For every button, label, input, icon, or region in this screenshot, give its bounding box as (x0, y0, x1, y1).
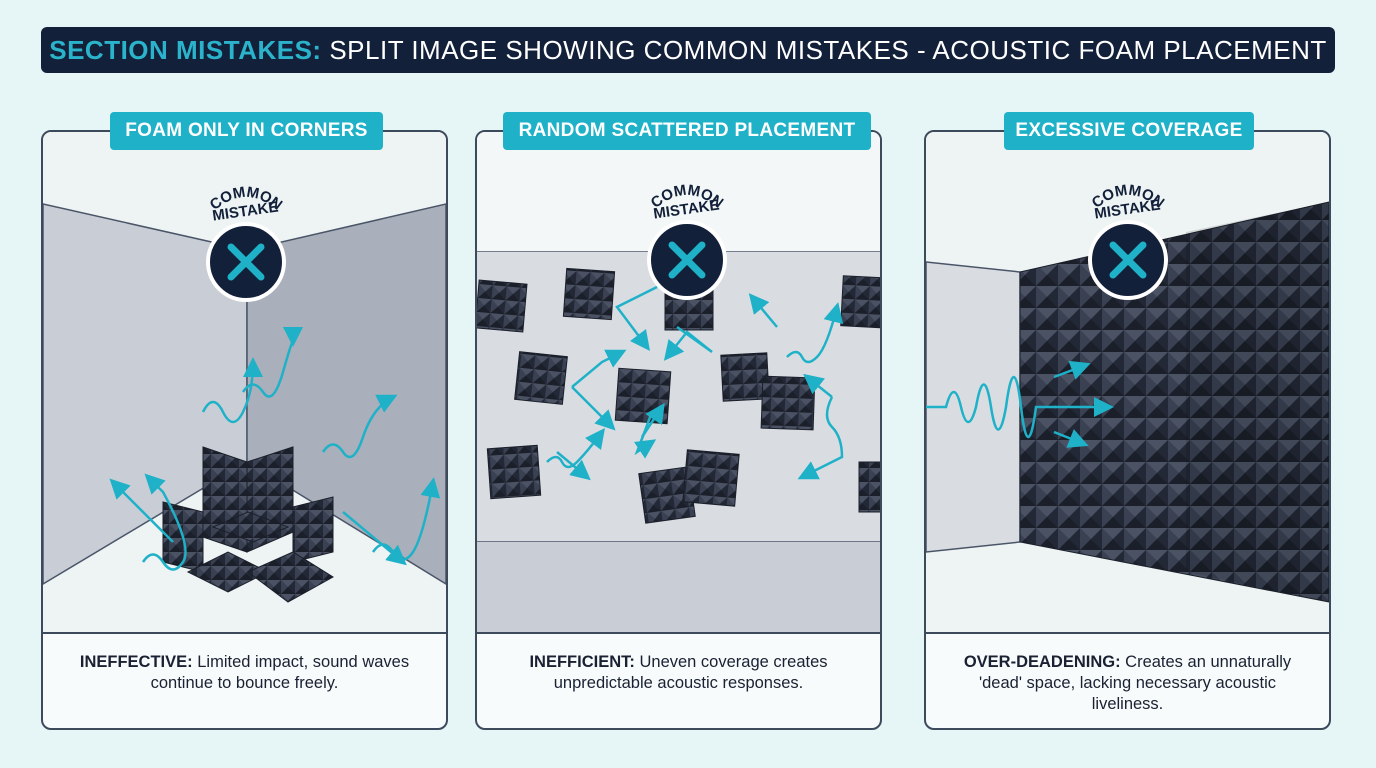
panel-divider (43, 632, 446, 634)
foam-panel-icon (477, 267, 880, 524)
caption-text: Creates an unnaturally 'dead' space, lac… (978, 653, 1292, 713)
common-mistake-badge: COMMON MISTAKE (206, 184, 286, 302)
caption-text: Uneven coverage creates unpredictable ac… (553, 653, 828, 692)
sound-wave-icon (926, 360, 1114, 448)
title-text: SPLIT IMAGE SHOWING COMMON MISTAKES - AC… (329, 35, 1327, 65)
caption-bold: INEFFICIENT: (529, 653, 635, 671)
title-prefix: SECTION MISTAKES: (49, 35, 322, 65)
panel-label-corners: FOAM ONLY IN CORNERS (110, 112, 383, 150)
panel-divider (926, 632, 1329, 634)
corner-foam-scene (43, 132, 446, 632)
sound-wave-icon (546, 285, 844, 481)
excessive-foam-scene (926, 132, 1329, 632)
panel-caption: INEFFICIENT: Uneven coverage creates unp… (493, 652, 864, 694)
panel-excessive: OVER-DEADENING: Creates an unnaturally '… (924, 130, 1331, 730)
caption-bold: OVER-DEADENING: (963, 653, 1121, 671)
panel-caption: INEFFECTIVE: Limited impact, sound waves… (59, 652, 430, 694)
page-title: SECTION MISTAKES: SPLIT IMAGE SHOWING CO… (41, 27, 1335, 73)
common-mistake-badge: COMMON MISTAKE (1088, 182, 1168, 300)
caption-text: Limited impact, sound waves continue to … (150, 653, 410, 692)
panel-label-excessive: EXCESSIVE COVERAGE (1004, 112, 1254, 150)
panel-divider (477, 632, 880, 634)
caption-bold: INEFFECTIVE: (79, 653, 193, 671)
panel-caption: OVER-DEADENING: Creates an unnaturally '… (942, 652, 1313, 715)
common-mistake-badge: COMMON MISTAKE (647, 182, 727, 300)
panel-label-scattered: RANDOM SCATTERED PLACEMENT (503, 112, 871, 150)
sound-wave-icon (109, 326, 441, 571)
scattered-foam-scene (477, 132, 880, 632)
